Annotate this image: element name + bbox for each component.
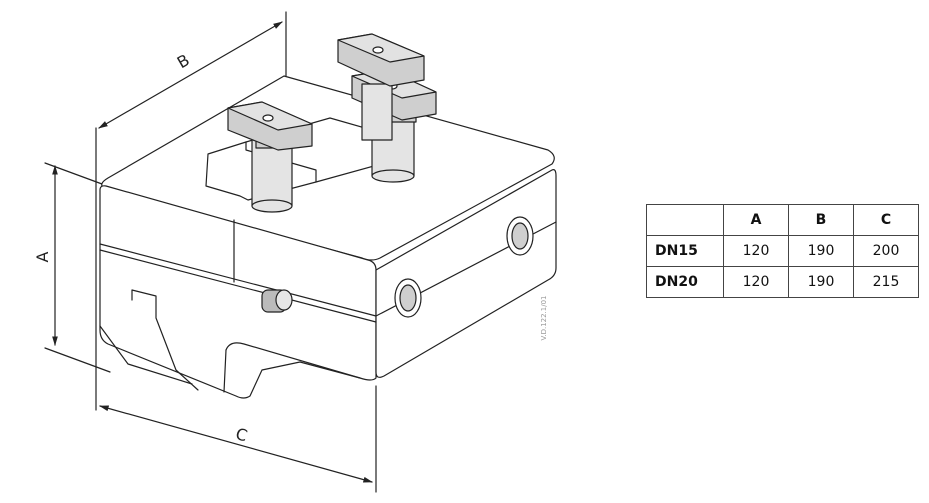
- valve-left: [227, 101, 313, 213]
- side-screw: [261, 289, 293, 313]
- dimension-label-b: B: [174, 50, 193, 72]
- table-header-cell: A: [723, 204, 789, 236]
- port-rear: [506, 216, 534, 256]
- valve-right: [351, 69, 437, 183]
- dimension-line-c: [99, 405, 373, 483]
- table-header-cell: [646, 204, 724, 236]
- table-header-cell: B: [788, 204, 854, 236]
- table-row: DN15 120 190 200: [646, 235, 919, 267]
- table-row-label: DN20: [646, 266, 724, 298]
- table-row-label: DN15: [646, 235, 724, 267]
- table-row: DN20 120 190 215: [646, 266, 919, 298]
- dimension-line-b: [98, 21, 283, 129]
- table-cell: 190: [788, 235, 854, 267]
- table-cell: 120: [723, 266, 789, 298]
- dimension-table: A B C DN15 120 190 200 DN20 120 190 215: [646, 204, 919, 298]
- parting-line: [99, 221, 557, 317]
- table-cell: 215: [853, 266, 919, 298]
- table-cell: 200: [853, 235, 919, 267]
- port-front: [394, 278, 422, 318]
- block-top-face: [101, 75, 555, 261]
- dimension-label-a: A: [33, 251, 52, 262]
- block-front-face: [99, 185, 377, 399]
- table-header-cell: C: [853, 204, 919, 236]
- valve-rear: [337, 33, 425, 141]
- dimension-label-c: C: [234, 424, 250, 445]
- table-cell: 120: [723, 235, 789, 267]
- drawing-code: V.D.122.1/01: [540, 295, 548, 340]
- front-notch: [131, 289, 199, 391]
- table-header-row: A B C: [646, 204, 919, 236]
- table-cell: 190: [788, 266, 854, 298]
